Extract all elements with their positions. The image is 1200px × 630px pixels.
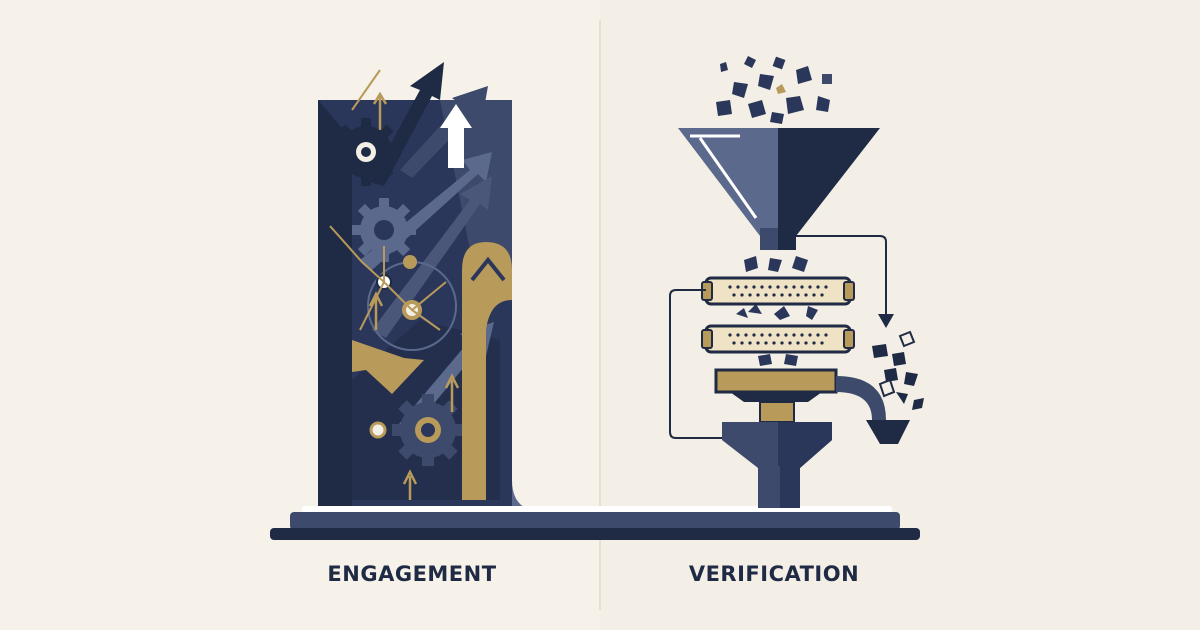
arrow-top-slate bbox=[400, 86, 488, 178]
gold-line-top bbox=[351, 69, 381, 111]
output-particles-outline bbox=[878, 330, 916, 398]
filter-roller-top bbox=[701, 276, 855, 306]
base-platform bbox=[270, 506, 920, 540]
arrow-top-white bbox=[440, 104, 472, 168]
return-loop-line bbox=[669, 289, 722, 439]
funnel-left-half bbox=[678, 128, 778, 236]
gold-arrow-up-mid bbox=[368, 291, 384, 330]
input-particle-gold bbox=[776, 84, 786, 94]
engagement-slab-shade bbox=[318, 100, 352, 512]
collector-tray bbox=[714, 368, 838, 423]
output-particles bbox=[872, 344, 924, 410]
gear-icon-top bbox=[332, 118, 400, 186]
arrow-diagonal-mid bbox=[372, 176, 492, 338]
mid-particles bbox=[736, 256, 818, 366]
node-gold-1 bbox=[403, 255, 417, 269]
gear-icon-middle bbox=[352, 198, 416, 262]
flow-line-right bbox=[796, 235, 887, 316]
funnel-right-half bbox=[778, 128, 880, 236]
node-gold-3 bbox=[369, 421, 387, 439]
gold-network-lines bbox=[329, 225, 447, 331]
filter-roller-bottom bbox=[701, 324, 855, 354]
support-column-shade bbox=[780, 466, 800, 508]
engagement-machine bbox=[318, 62, 760, 520]
gold-arrow-up-right bbox=[444, 373, 460, 412]
gold-arrow-up-bottom bbox=[402, 469, 418, 500]
verification-label: VERIFICATION bbox=[688, 562, 860, 586]
lower-hopper-shade bbox=[778, 422, 832, 468]
base-bottom bbox=[270, 528, 920, 540]
gold-arrow-up-top bbox=[372, 91, 388, 130]
funnel-highlight bbox=[698, 137, 758, 219]
gold-chevron-tower bbox=[462, 242, 512, 500]
output-spout-nozzle bbox=[866, 420, 910, 444]
output-spout bbox=[836, 376, 886, 420]
base-bar bbox=[290, 512, 900, 530]
input-particles bbox=[716, 56, 832, 124]
flow-arrowhead bbox=[878, 314, 894, 328]
funnel-neck-dark bbox=[778, 228, 796, 250]
gold-chevron-mark bbox=[470, 256, 506, 282]
verification-machine bbox=[669, 56, 924, 508]
gold-wedge bbox=[352, 340, 424, 394]
engagement-label: ENGAGEMENT bbox=[327, 562, 497, 586]
